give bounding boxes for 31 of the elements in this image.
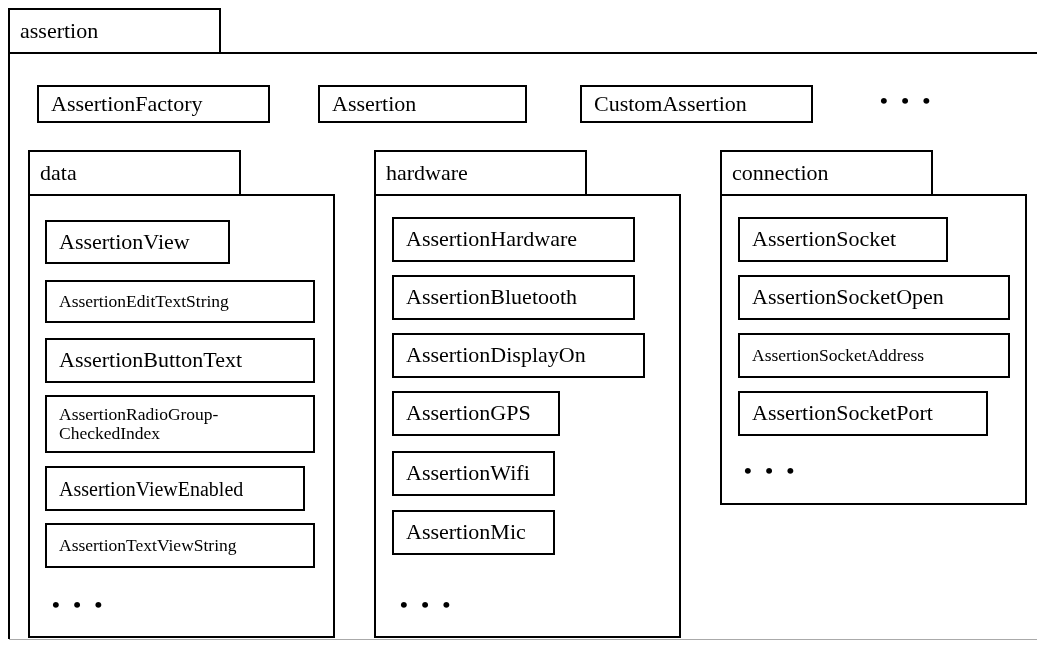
class-box: Assertion <box>318 85 527 123</box>
class-box: AssertionEditTextString <box>45 280 315 323</box>
ellipsis-label: • • • <box>52 592 107 618</box>
class-box: AssertionBluetooth <box>392 275 635 320</box>
ellipsis-label: • • • <box>400 592 455 618</box>
class-box: AssertionMic <box>392 510 555 555</box>
package-name: data <box>40 159 77 186</box>
class-box: AssertionDisplayOn <box>392 333 645 378</box>
package-frame <box>374 150 681 638</box>
class-box: AssertionSocketPort <box>738 391 988 436</box>
class-box: AssertionFactory <box>37 85 270 123</box>
package-name: hardware <box>386 159 468 186</box>
class-box: AssertionHardware <box>392 217 635 262</box>
package-name: connection <box>732 159 829 186</box>
class-box: AssertionGPS <box>392 391 560 436</box>
class-box: AssertionView <box>45 220 230 264</box>
package-frame <box>28 150 335 638</box>
package-name: assertion <box>20 17 99 44</box>
ellipsis-label: • • • <box>880 88 935 114</box>
class-box: AssertionSocket <box>738 217 948 262</box>
package-frame <box>8 8 1037 640</box>
class-box: CustomAssertion <box>580 85 813 123</box>
class-box: AssertionSocketAddress <box>738 333 1010 378</box>
class-box: AssertionWifi <box>392 451 555 496</box>
class-box: AssertionSocketOpen <box>738 275 1010 320</box>
ellipsis-label: • • • <box>744 458 799 484</box>
class-box: AssertionTextViewString <box>45 523 315 568</box>
class-box: AssertionViewEnabled <box>45 466 305 511</box>
class-box: AssertionRadioGroup- CheckedIndex <box>45 395 315 453</box>
package-frame <box>720 150 1027 505</box>
class-box: AssertionButtonText <box>45 338 315 383</box>
